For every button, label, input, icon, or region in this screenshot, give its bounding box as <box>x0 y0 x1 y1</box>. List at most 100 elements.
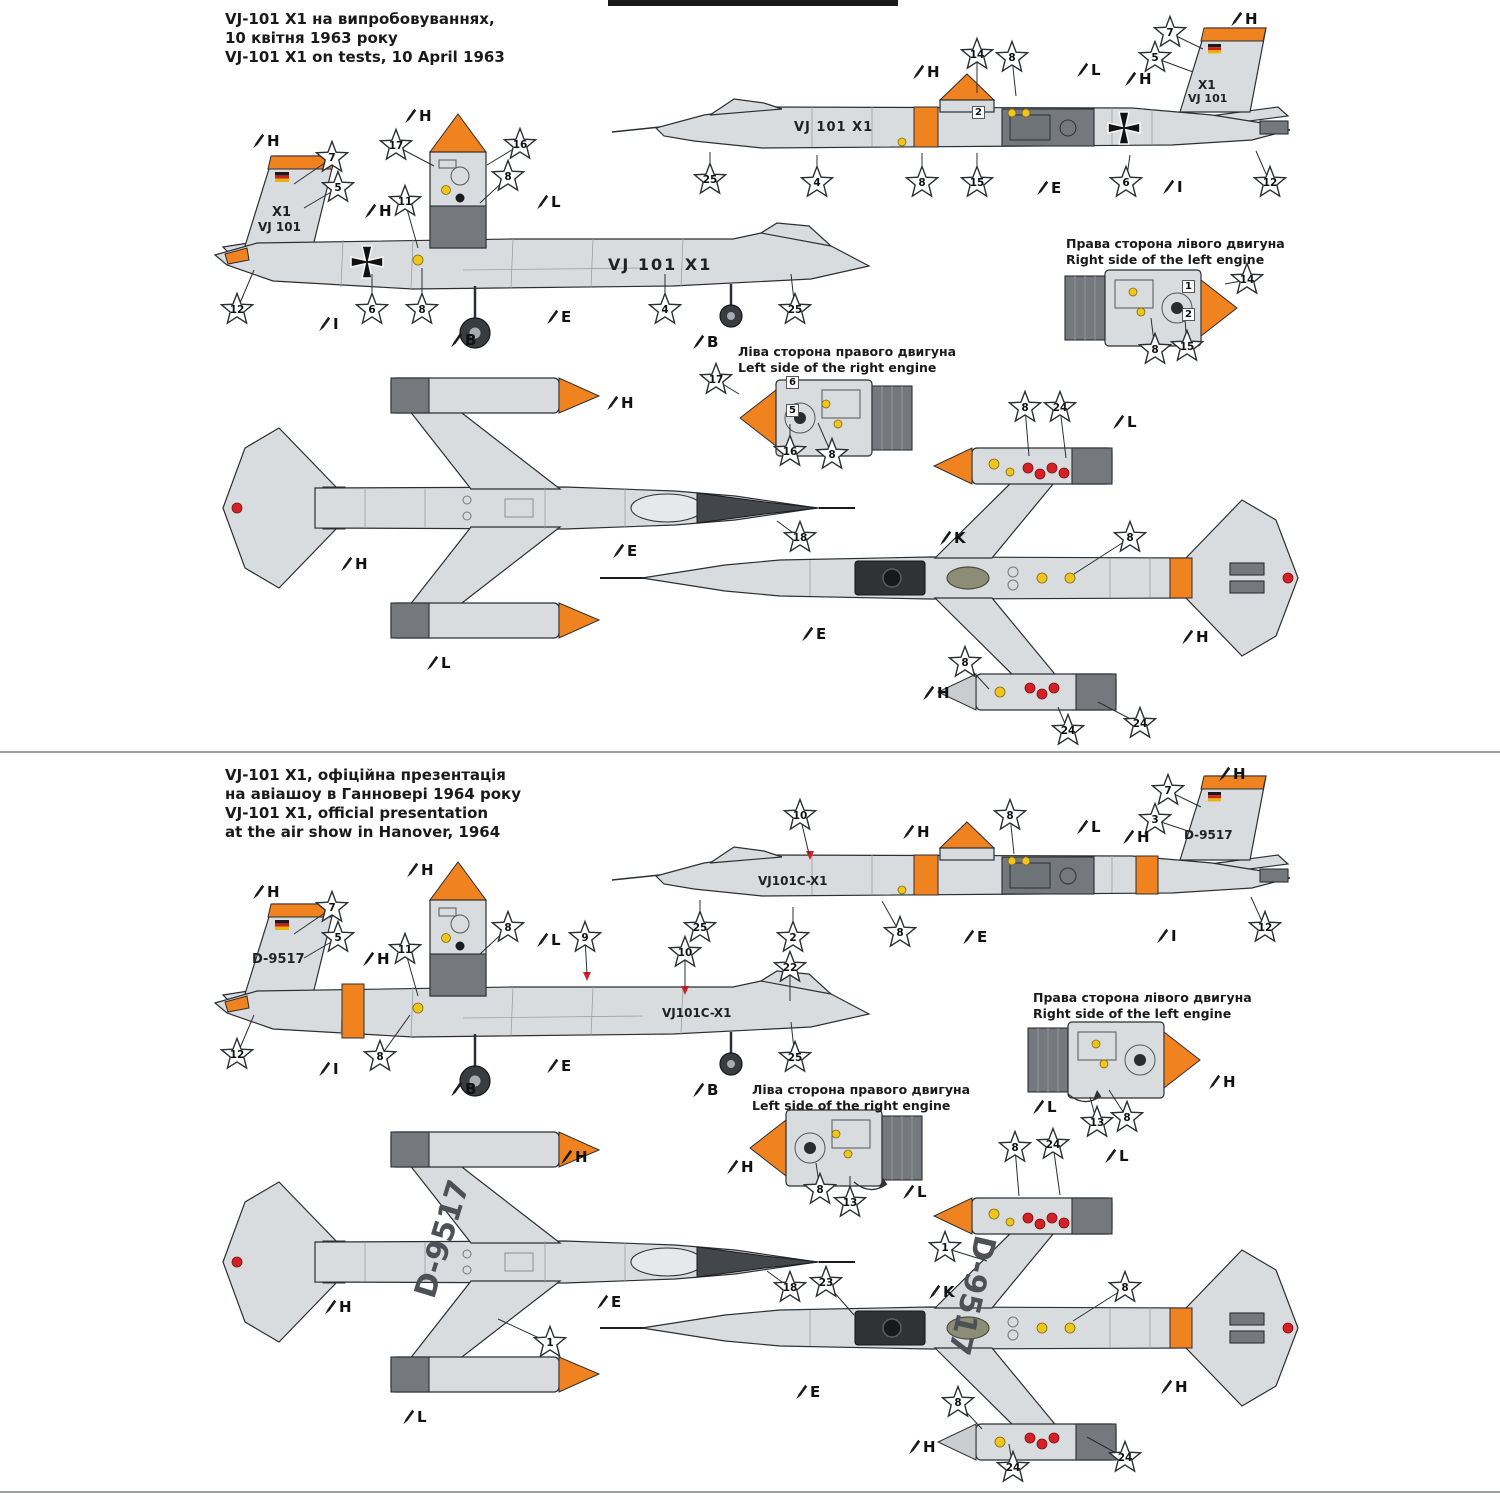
callout-star-6: 6 <box>1108 164 1144 202</box>
star-icon: 8 <box>940 1384 976 1418</box>
paint-letter-label: E <box>977 928 988 946</box>
paint-letter-E: E <box>546 1057 571 1075</box>
paint-letter-label: B <box>465 331 477 349</box>
paint-letter-E: E <box>596 1293 621 1311</box>
callout-star-18: 18 <box>772 1269 808 1307</box>
star-icon: 8 <box>802 1171 838 1205</box>
paint-letter-label: I <box>333 315 339 333</box>
paint-letter-B: B <box>450 1080 476 1098</box>
brush-icon <box>253 884 265 900</box>
callout-star-25: 25 <box>777 1039 813 1077</box>
star-icon: 6 <box>354 291 390 325</box>
brush-icon <box>407 862 419 878</box>
star-icon: 8 <box>882 914 918 948</box>
callout-star-8: 8 <box>1107 1269 1143 1307</box>
paint-letter-H: H <box>1124 70 1152 88</box>
side-view-1963-right <box>611 27 1291 149</box>
callout-star-13: 13 <box>832 1184 868 1222</box>
callout-star-8: 8 <box>904 164 940 202</box>
paint-letter-E: E <box>546 308 571 326</box>
callout-star-8: 8 <box>992 797 1028 835</box>
paint-letter-label: H <box>421 861 434 879</box>
paint-letter-E: E <box>612 542 637 560</box>
svg-text:5: 5 <box>334 932 341 944</box>
star-icon: 8 <box>1137 331 1173 365</box>
svg-text:8: 8 <box>918 177 925 189</box>
paint-letter-label: E <box>1051 179 1062 197</box>
paint-letter-L: L <box>902 1183 927 1201</box>
caption-line: Права сторона лівого двигуна <box>1066 236 1285 251</box>
svg-text:22: 22 <box>783 962 798 974</box>
svg-text:8: 8 <box>1123 1112 1130 1124</box>
callout-star-8: 8 <box>997 1129 1033 1167</box>
svg-text:25: 25 <box>703 174 718 186</box>
star-icon: 9 <box>567 919 603 953</box>
callout-star-9: 9 <box>567 919 603 957</box>
svg-text:8: 8 <box>896 927 903 939</box>
paint-letter-I: I <box>1156 927 1177 945</box>
paint-letter-B: B <box>450 331 476 349</box>
aircraft-marking: X1 <box>1198 78 1216 92</box>
svg-text:7: 7 <box>1166 27 1173 39</box>
brush-icon <box>1161 1379 1173 1395</box>
callout-star-25: 25 <box>777 291 813 329</box>
star-icon: 8 <box>1007 389 1043 423</box>
paint-letter-label: L <box>917 1183 927 1201</box>
brush-icon <box>451 332 463 348</box>
cropped-header-bar <box>608 0 898 6</box>
callout-star-1: 1 <box>927 1229 963 1267</box>
paint-letter-label: H <box>377 950 390 968</box>
callout-star-22: 22 <box>772 949 808 987</box>
svg-text:6: 6 <box>1122 177 1129 189</box>
star-icon: 8 <box>947 644 983 678</box>
brush-icon <box>693 1082 705 1098</box>
svg-text:5: 5 <box>1151 52 1158 64</box>
callout-star-10: 10 <box>667 934 703 972</box>
star-icon: 5 <box>1137 39 1173 73</box>
star-icon: 24 <box>1122 705 1158 739</box>
star-icon: 13 <box>1079 1104 1115 1138</box>
paint-letter-label: H <box>267 132 280 150</box>
paint-letter-label: H <box>923 1438 936 1456</box>
star-icon: 4 <box>799 164 835 198</box>
paint-letter-K: K <box>928 1283 955 1301</box>
callout-star-16: 16 <box>502 126 538 164</box>
svg-text:5: 5 <box>334 182 341 194</box>
brush-icon <box>1113 414 1125 430</box>
paint-letter-H: H <box>560 1148 588 1166</box>
brush-icon <box>341 556 353 572</box>
paint-letter-label: B <box>707 333 719 351</box>
star-icon: 8 <box>904 164 940 198</box>
star-icon: 25 <box>692 161 728 195</box>
star-icon: 24 <box>1107 1439 1143 1473</box>
caption-line: VJ-101 X1 on tests, 10 April 1963 <box>225 48 505 67</box>
paint-letter-label: L <box>441 654 451 672</box>
svg-text:7: 7 <box>328 902 335 914</box>
side-view-1964-left <box>213 860 871 1098</box>
star-icon: 7 <box>1152 14 1188 48</box>
paint-letter-B: B <box>692 1081 718 1099</box>
brush-icon <box>1231 11 1243 27</box>
brush-icon <box>537 932 549 948</box>
paint-letter-H: H <box>362 950 390 968</box>
brush-icon <box>1123 829 1135 845</box>
star-icon: 8 <box>992 797 1028 831</box>
star-icon: 24 <box>1050 712 1086 746</box>
brush-icon <box>923 685 935 701</box>
paint-letter-label: H <box>575 1148 588 1166</box>
caption-line: at the air show in Hanover, 1964 <box>225 823 501 842</box>
brush-icon <box>319 316 331 332</box>
svg-text:24: 24 <box>1118 1452 1133 1464</box>
caption-line: VJ-101 X1, official presentation <box>225 804 489 823</box>
svg-text:8: 8 <box>1021 402 1028 414</box>
caption-line: Right side of the left engine <box>1033 1005 1232 1021</box>
star-icon: 1 <box>532 1324 568 1358</box>
callout-star-24: 24 <box>1122 705 1158 743</box>
svg-text:8: 8 <box>504 171 511 183</box>
svg-text:13: 13 <box>1090 1117 1105 1129</box>
paint-letter-K: K <box>939 529 966 547</box>
fuselage-band-1964-right <box>1135 855 1159 895</box>
svg-text:8: 8 <box>828 449 835 461</box>
svg-text:10: 10 <box>793 810 808 822</box>
